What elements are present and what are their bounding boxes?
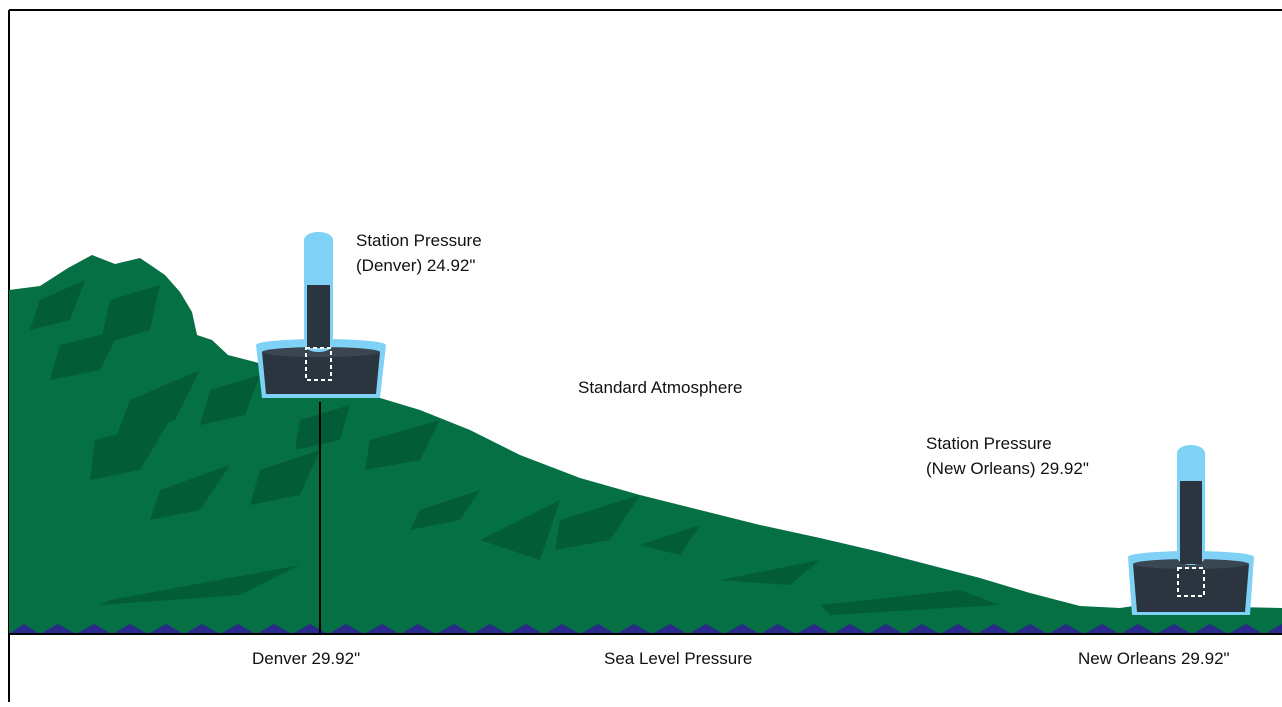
sea-level-pressure-label: Sea Level Pressure bbox=[604, 649, 753, 668]
new-orleans-station-pressure-line1: Station Pressure bbox=[926, 434, 1052, 453]
mountain-terrain bbox=[9, 255, 1282, 634]
sea-level-waves bbox=[9, 624, 1282, 634]
new-orleans-sea-level-label: New Orleans 29.92" bbox=[1078, 649, 1230, 668]
denver-station-pressure-line1: Station Pressure bbox=[356, 231, 482, 250]
denver-barometer-icon bbox=[256, 232, 386, 398]
denver-sea-level-label: Denver 29.92" bbox=[252, 649, 361, 668]
new-orleans-station-pressure-line2: (New Orleans) 29.92" bbox=[926, 459, 1089, 478]
terrain-shading bbox=[30, 280, 1000, 615]
denver-station-pressure-label: Station Pressure (Denver) 24.92" bbox=[356, 228, 482, 278]
new-orleans-barometer-icon bbox=[1128, 445, 1254, 615]
standard-atmosphere-label: Standard Atmosphere bbox=[578, 378, 743, 397]
denver-station-pressure-line2: (Denver) 24.92" bbox=[356, 256, 476, 275]
new-orleans-station-pressure-label: Station Pressure (New Orleans) 29.92" bbox=[926, 431, 1089, 481]
